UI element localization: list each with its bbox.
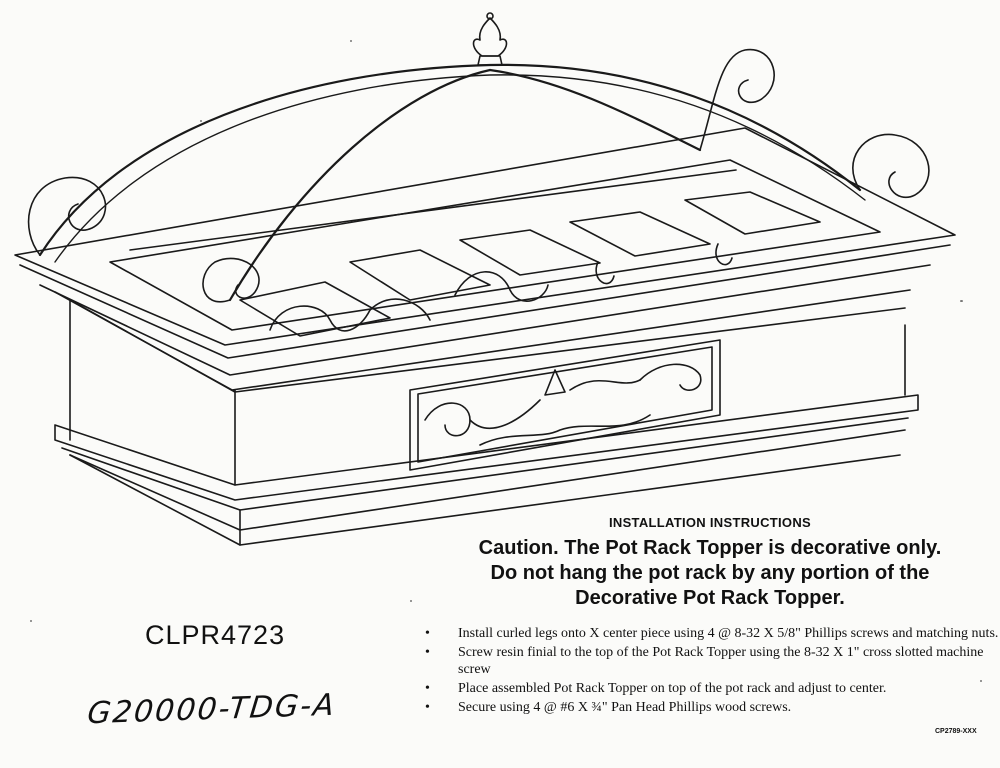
bullet-icon: •	[425, 626, 430, 641]
interior-scrollwork	[269, 271, 549, 332]
curled-legs	[27, 48, 930, 303]
finial	[472, 12, 508, 66]
list-item: • Install curled legs onto X center piece…	[425, 625, 1000, 642]
bullet-icon: •	[425, 681, 430, 696]
scan-speck	[200, 120, 202, 122]
scan-speck	[410, 600, 412, 602]
pot-rack-topper-illustration	[14, 12, 956, 546]
scan-speck	[350, 40, 352, 42]
caution-line-3: Decorative Pot Rack Topper.	[575, 587, 845, 609]
step-text: Secure using 4 @ #6 X ¾" Pan Head Philli…	[458, 700, 792, 715]
step-text: Screw resin finial to the top of the Pot…	[458, 645, 984, 677]
scan-speck	[960, 300, 963, 302]
bullet-icon: •	[425, 700, 430, 715]
caution-line-1: Caution. The Pot Rack Topper is decorati…	[478, 537, 942, 559]
step-text: Install curled legs onto X center piece …	[458, 626, 999, 641]
scan-speck	[30, 620, 32, 622]
rack-base	[54, 299, 919, 546]
handwritten-code: G20000-TDG-A	[85, 687, 338, 732]
installation-steps: • Install curled legs onto X center piece…	[425, 625, 1000, 718]
rack-hooks	[595, 243, 733, 285]
arch-frame	[38, 63, 866, 302]
rack-slats	[239, 191, 821, 337]
model-number: CLPR4723	[145, 620, 286, 650]
step-text: Place assembled Pot Rack Topper on top o…	[458, 681, 887, 696]
list-item: • Place assembled Pot Rack Topper on top …	[425, 680, 1000, 697]
scan-speck	[980, 680, 982, 682]
document-number: CP2789-XXX	[935, 728, 977, 735]
list-item: • Screw resin finial to the top of the Po…	[425, 644, 1000, 678]
front-scroll-panel	[409, 339, 721, 471]
list-item: • Secure using 4 @ #6 X ¾" Pan Head Phill…	[425, 699, 1000, 716]
bullet-icon: •	[425, 645, 430, 660]
caution-line-2: Do not hang the pot rack by any portion …	[490, 562, 930, 584]
instructions-heading: INSTALLATION INSTRUCTIONS	[608, 515, 811, 530]
rack-top-frame	[14, 127, 956, 391]
